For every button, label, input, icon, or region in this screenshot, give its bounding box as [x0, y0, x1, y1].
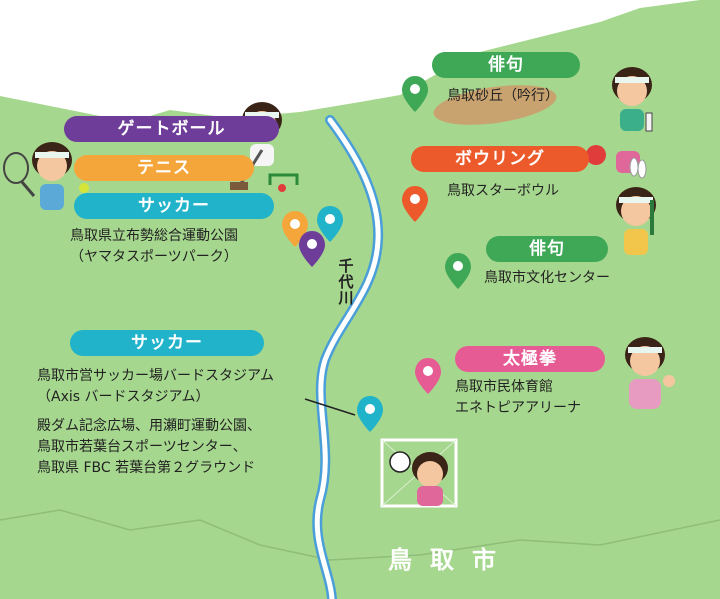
label-haiku-bunka: 俳句: [486, 236, 608, 262]
map-pin-sakyu[interactable]: [402, 76, 428, 112]
map-pin-bird-stadium[interactable]: [357, 396, 383, 432]
label-taikyoku: 太極拳: [455, 346, 605, 372]
mascot-haiku-culture: [616, 187, 656, 255]
bowling-icon: [586, 145, 647, 179]
boundary-line: [329, 519, 720, 561]
venue-bird-stadium: 鳥取市営サッカー場バードスタジアム （Axis バードスタジアム） 殿ダム記念広…: [37, 366, 274, 479]
venue-yamatas-line-2: （ヤマタスポーツパーク）: [70, 249, 238, 265]
venue-yamatas-line-1: 鳥取県立布勢総合運動公園: [70, 228, 238, 244]
mascot-haiku-dune: [612, 67, 653, 132]
venue-taiikukan-line-2: エネトピアアリーナ: [455, 400, 581, 416]
river-center: [314, 117, 381, 599]
map-pin-star-bowl[interactable]: [402, 186, 428, 222]
label-soccer-bird: サッカー: [70, 330, 264, 356]
label-tennis: テニス: [74, 155, 254, 181]
venue-yamatas: 鳥取県立布勢総合運動公園 （ヤマタスポーツパーク）: [70, 226, 238, 268]
label-gateball: ゲートボール: [64, 116, 279, 142]
mascot-tennis: [3, 142, 89, 210]
venue-bird-line-1: 鳥取市営サッカー場バードスタジアム: [37, 368, 275, 384]
haiku-icon: [645, 112, 653, 132]
venue-star-bowl: 鳥取スターボウル: [447, 183, 559, 199]
boundary-line: [0, 509, 331, 561]
venue-bird-line-3: 殿ダム記念広場、用瀬町運動公園、: [37, 418, 261, 434]
mascot-bowling: [586, 145, 647, 179]
map-pin-bunka[interactable]: [445, 253, 471, 289]
venue-bird-line-4: 鳥取市若葉台スポーツセンター、: [37, 439, 247, 455]
map-pin-yamatas-gateball[interactable]: [299, 231, 325, 267]
venue-taiikukan-line-1: 鳥取市民体育館: [455, 379, 553, 395]
venue-bird-line-5: 鳥取県 FBC 若葉台第２グラウンド: [37, 460, 256, 476]
city-label: 鳥取市: [388, 546, 514, 574]
label-bowling: ボウリング: [411, 146, 589, 172]
label-haiku-sakyu: 俳句: [432, 52, 580, 78]
venue-bird-line-2: （Axis バードスタジアム）: [37, 389, 210, 405]
mascot-taikyoku: [625, 337, 675, 409]
taichi-icon: [629, 375, 675, 409]
venue-bunka: 鳥取市文化センター: [484, 270, 610, 286]
sand-dune: [433, 85, 557, 125]
mascot-soccer: [380, 438, 458, 508]
label-soccer-yamatas: サッカー: [74, 193, 274, 219]
venue-sakyu: 鳥取砂丘（吟行）: [447, 88, 559, 104]
tennis-racket-icon: [3, 152, 36, 197]
venue-taiikukan: 鳥取市民体育館 エネトピアアリーナ: [455, 377, 581, 419]
map-pin-yamatas-soccer[interactable]: [317, 206, 343, 242]
river-label: 千代川: [338, 257, 354, 307]
leader-line: [304, 398, 356, 416]
map-pin-taiikukan[interactable]: [415, 358, 441, 394]
